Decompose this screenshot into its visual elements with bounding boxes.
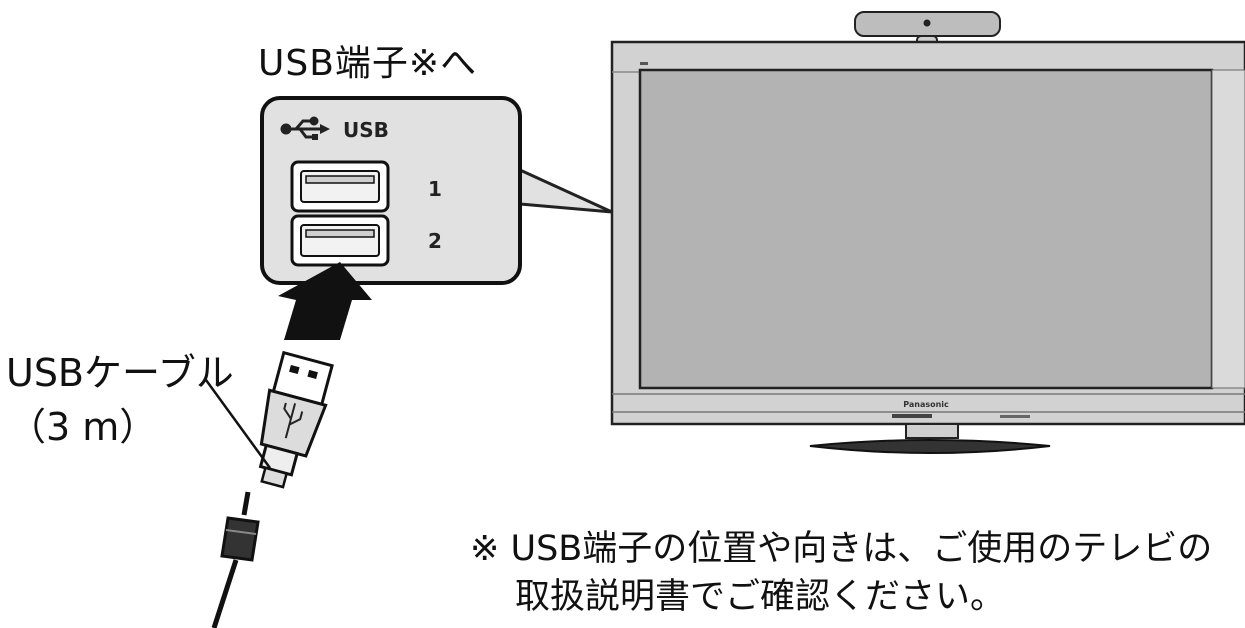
port-number-1: 1 <box>428 177 442 201</box>
usb-port-heading: USB端子※へ <box>258 43 478 84</box>
tv-brand-logo: Panasonic <box>903 400 949 409</box>
usb-panel-label: USB <box>343 118 389 142</box>
tv-set: Panasonic <box>610 11 1245 454</box>
cable-leader-line <box>204 379 272 469</box>
usb-symbol-icon <box>280 116 330 140</box>
usb-port-1 <box>290 160 390 213</box>
usb-port-panel: USB 1 2 <box>260 96 522 285</box>
tv-camera <box>854 11 1001 51</box>
footnote-line-1: ※ USB端子の位置や向きは、ご使用のテレビの <box>470 529 1213 569</box>
usb-port-2 <box>290 214 390 267</box>
tv-screen <box>638 68 1214 390</box>
port-number-2: 2 <box>428 229 442 253</box>
cable-length-label: （3 m） <box>8 405 158 449</box>
insert-direction-arrow <box>278 262 372 340</box>
callout-connector <box>519 168 613 214</box>
usb-cable-label: USBケーブル <box>6 351 234 395</box>
footnote-line-2: 取扱説明書でご確認ください。 <box>515 577 1006 617</box>
tv-stand <box>809 423 1051 454</box>
usb-cable <box>211 350 334 628</box>
ferrite-core <box>220 516 260 562</box>
